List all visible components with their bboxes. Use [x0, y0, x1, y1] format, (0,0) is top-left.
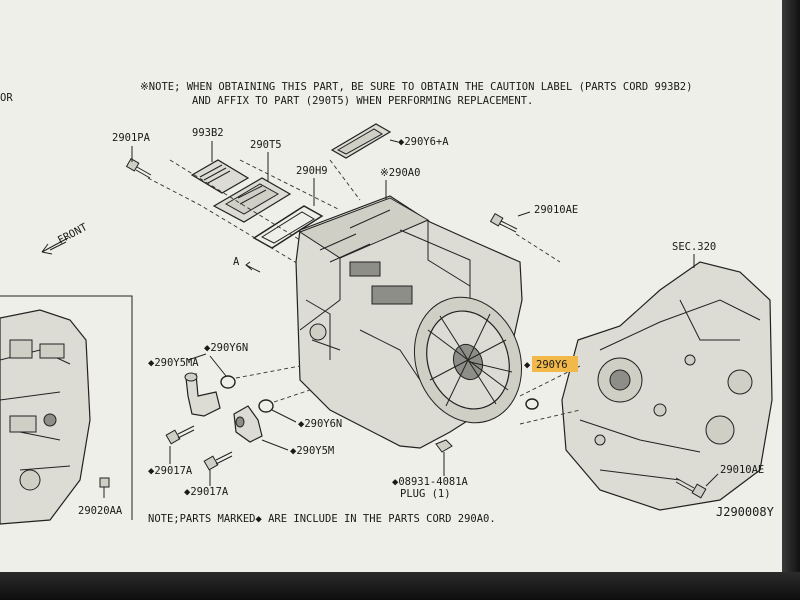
label-2901pa: 2901PA	[112, 132, 151, 144]
drawing-id: J290008Y	[716, 505, 775, 519]
oring-290y6n-top	[220, 375, 236, 389]
label-290y6n-top: ◆290Y6N	[204, 342, 248, 354]
breather-290y5ma	[184, 372, 221, 417]
label-290y6a: ◆290Y6+A	[398, 136, 449, 148]
view-a-label: A	[233, 256, 240, 268]
bottom-note: NOTE;PARTS MARKED◆ ARE INCLUDE IN THE PA…	[148, 513, 496, 525]
oring-290y6	[525, 398, 539, 410]
caution-label-993b2	[190, 159, 250, 194]
label-290h9: 290H9	[296, 165, 328, 177]
highlight-290y6	[532, 356, 578, 372]
label-29020aa: 29020AA	[78, 505, 123, 517]
label-290y5m: ◆290Y5M	[290, 445, 334, 457]
transmission-case-290a0	[295, 195, 523, 449]
label-29010ae-bottom: 29010AE	[720, 464, 764, 476]
label-29017a-1: ◆29017A	[148, 465, 193, 477]
label-993b2: 993B2	[192, 127, 224, 139]
label-29010ae-top: 29010AE	[534, 204, 578, 216]
marker-290y6: ◆	[524, 359, 531, 371]
bolt-2901pa	[125, 157, 152, 179]
bolt-29017a-2	[203, 451, 233, 471]
oring-290y6n-mid	[258, 399, 274, 413]
label-290y6n-mid: ◆290Y6N	[298, 418, 342, 430]
view-a-arrow-icon	[245, 261, 261, 273]
label-290y5ma: ◆290Y5MA	[148, 357, 199, 369]
caution-note-line1: ※NOTE; WHEN OBTAINING THIS PART, BE SURE…	[140, 81, 692, 93]
inset-engine-view	[0, 295, 133, 525]
bolt-29010ae-top	[489, 212, 518, 233]
monitor-bezel-bottom	[0, 572, 800, 600]
label-plug: PLUG (1)	[400, 488, 451, 500]
gasket-290y6a	[330, 123, 392, 159]
bolt-29020aa	[99, 477, 110, 498]
label-290a0: ※290A0	[380, 167, 420, 179]
front-arrow-icon	[41, 237, 69, 255]
bolt-29017a-1	[165, 425, 195, 445]
sensor-290y5m	[233, 405, 263, 443]
cover-290t5	[212, 177, 292, 223]
transaxle-housing-sec320	[561, 261, 773, 511]
edge-text: OR	[0, 92, 13, 104]
label-290y6: 290Y6	[536, 359, 568, 371]
caution-note-line2: AND AFFIX TO PART (290T5) WHEN PERFORMIN…	[192, 95, 533, 107]
monitor-bezel-right	[782, 0, 800, 600]
label-290t5: 290T5	[250, 139, 282, 151]
bolt-29010ae-bottom	[675, 477, 707, 499]
front-label: FRONT	[56, 221, 90, 247]
plug-08931-4081a	[435, 439, 453, 466]
label-sec320: SEC.320	[672, 241, 716, 253]
label-08931-4081a: ◆08931-4081A	[392, 476, 469, 488]
label-29017a-2: ◆29017A	[184, 486, 229, 498]
